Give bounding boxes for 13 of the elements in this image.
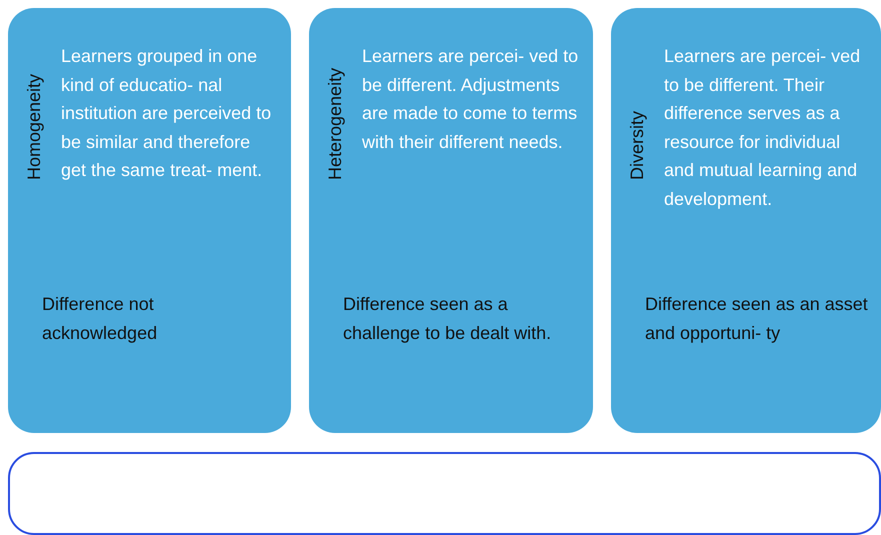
category-title: Homogeneity [24, 74, 45, 180]
summary-text: Difference seen as an asset and opportuni- ty [645, 293, 869, 345]
category-card [8, 8, 291, 433]
empty-box [8, 452, 881, 535]
category-card [309, 8, 593, 433]
summary-text: Difference seen as a challenge to be dealt with. [343, 293, 552, 345]
description-text: Learners are percei- ved to be different. Adjustments are made to come to terms with their different needs. [362, 45, 580, 154]
description-text: Learners grouped in one kind of educatio- nal institution are perceived to be similar and therefore get the same treat- ment. [61, 45, 272, 182]
category-card [611, 8, 881, 433]
summary-text: Difference not acknowledged [42, 293, 158, 345]
description-text: Learners are percei- ved to be different. Their difference serves as a resource for individual and mutual learning and development. [664, 45, 862, 211]
category-title: Diversity [627, 110, 648, 180]
category-title: Heterogeneity [325, 68, 346, 180]
